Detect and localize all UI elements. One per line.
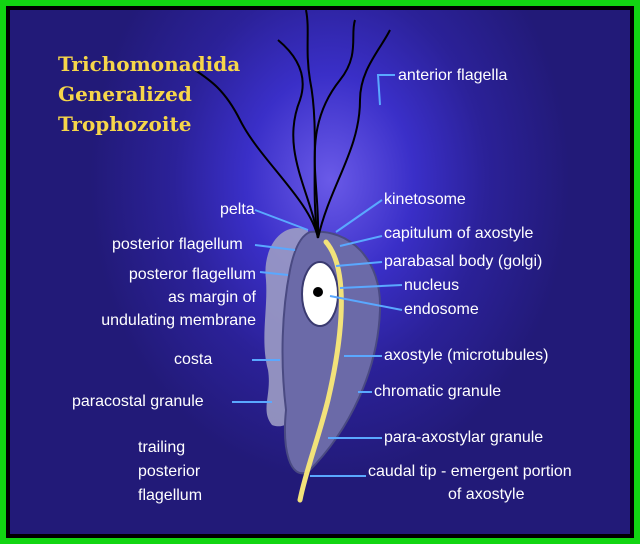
diagram-slide: Trichomonadida Generalized Trophozoite a… bbox=[10, 10, 630, 534]
slide-frame: Trichomonadida Generalized Trophozoite a… bbox=[6, 6, 634, 538]
label-trailing-2: posterior bbox=[138, 463, 201, 480]
label-kinetosome: kinetosome bbox=[384, 191, 466, 208]
title-line-2: Generalized bbox=[58, 82, 192, 106]
trophozoite-illustration bbox=[194, 10, 403, 503]
label-posteror-flagellum-margin-3: undulating membrane bbox=[101, 312, 256, 329]
label-trailing-3: flagellum bbox=[138, 487, 203, 504]
label-costa: costa bbox=[174, 351, 213, 368]
leader-lines bbox=[232, 74, 403, 477]
title-line-1: Trichomonadida bbox=[58, 52, 241, 76]
label-caudal-tip-2: of axostyle bbox=[448, 486, 525, 503]
label-trailing-1: trailing bbox=[138, 439, 186, 456]
label-pelta: pelta bbox=[220, 201, 255, 218]
label-anterior-flagella: anterior flagella bbox=[398, 67, 508, 84]
label-posteror-flagellum-margin-1: posteror flagellum bbox=[128, 266, 256, 283]
label-paracostal-granule: paracostal granule bbox=[72, 393, 204, 410]
label-axostyle: axostyle (microtubules) bbox=[384, 347, 549, 364]
label-posteror-flagellum-margin-2: as margin of bbox=[167, 289, 256, 306]
label-chromatic-granule: chromatic granule bbox=[374, 383, 502, 400]
label-nucleus: nucleus bbox=[404, 277, 460, 294]
anterior-flagella-lines bbox=[194, 10, 391, 239]
label-parabasal-body: parabasal body (golgi) bbox=[384, 253, 543, 270]
label-caudal-tip-1: caudal tip - emergent portion bbox=[368, 463, 572, 480]
label-posterior-flagellum: posterior flagellum bbox=[112, 236, 243, 253]
axostyle-shape bbox=[297, 239, 344, 503]
label-para-axostylar-granule: para-axostylar granule bbox=[384, 429, 544, 446]
title-line-3: Trophozoite bbox=[58, 112, 192, 136]
endosome-shape bbox=[313, 287, 323, 297]
label-capitulum: capitulum of axostyle bbox=[384, 225, 534, 242]
label-endosome: endosome bbox=[404, 301, 479, 318]
